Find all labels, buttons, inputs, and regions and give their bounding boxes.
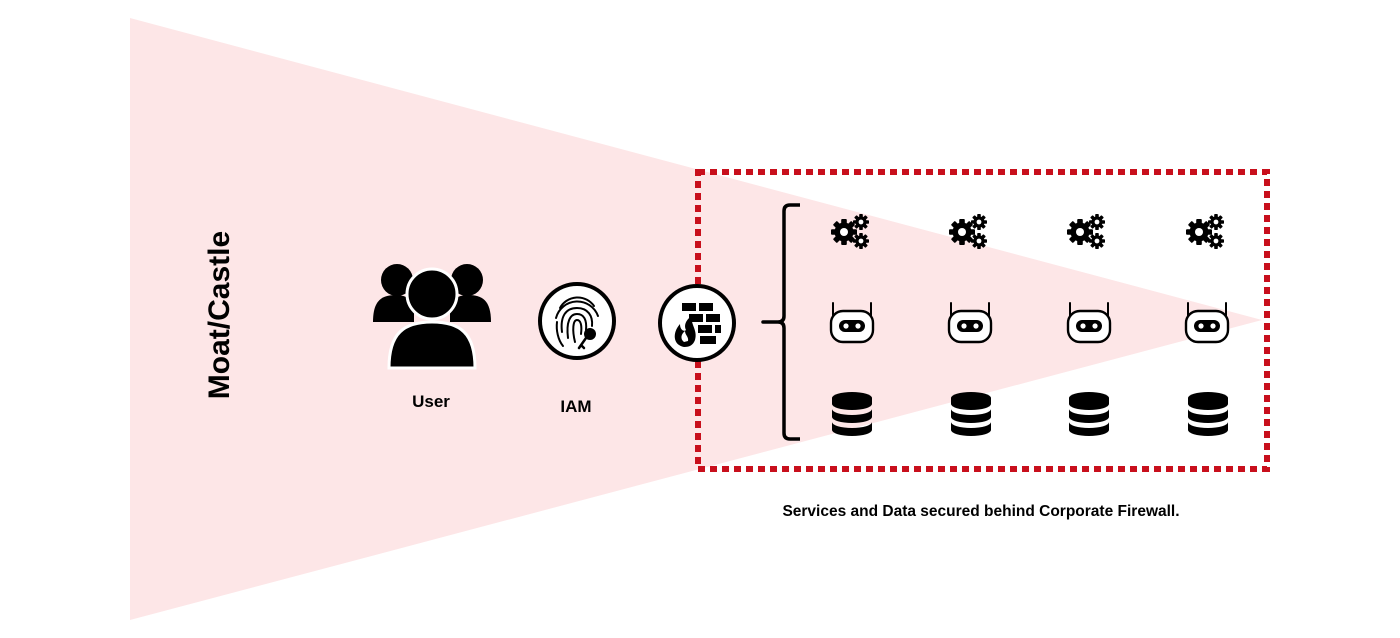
firewall-icon	[658, 284, 736, 362]
firewall-caption: Services and Data secured behind Corpora…	[782, 503, 1179, 520]
iam-label: IAM	[560, 397, 591, 416]
user-label: User	[412, 392, 450, 411]
gears-icon	[1067, 214, 1105, 249]
moat-castle-label: Moat/Castle	[203, 231, 236, 399]
grouping-bracket	[761, 203, 800, 441]
database-icon	[1069, 392, 1109, 436]
fingerprint-icon	[538, 282, 616, 360]
gears-icon	[1186, 214, 1224, 249]
users-group-icon	[373, 264, 491, 370]
database-icon	[951, 392, 991, 436]
database-icon	[1188, 392, 1228, 436]
